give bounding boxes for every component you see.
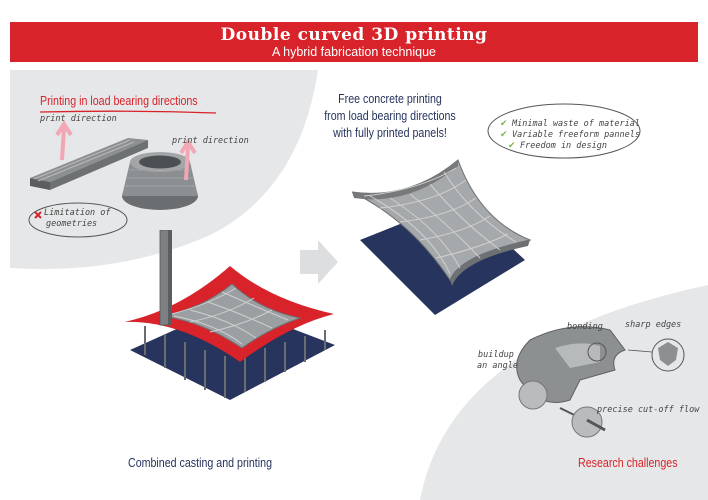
benefits-bubble <box>487 103 641 159</box>
sharp-edges-label: sharp edges <box>625 320 682 330</box>
bottom-left-caption: Combined casting and printing <box>128 455 272 470</box>
center-caption-line-2: from load bearing directions <box>324 108 456 123</box>
left-panel-heading: Printing in load bearing directions <box>40 93 198 108</box>
print-direction-label-1: print direction <box>40 114 117 124</box>
limitation-line-2: geometries <box>46 219 98 229</box>
benefits-list: ✔ Minimal waste of material ✔ Variable f… <box>500 113 640 151</box>
check-icon: ✔ <box>500 129 508 139</box>
x-icon <box>34 211 42 219</box>
heading-underline <box>40 110 217 114</box>
sharp-edges-circle <box>651 338 685 372</box>
header-banner: Double curved 3D printing A hybrid fabri… <box>10 22 698 62</box>
ring-illustration <box>122 138 198 210</box>
casting-printing-illustration <box>124 230 335 400</box>
bonding-circle <box>587 342 607 362</box>
arrow-up-icon <box>55 120 73 161</box>
cutoff-circle <box>571 406 603 438</box>
benefit-item: ✔ Minimal waste of material <box>500 118 640 129</box>
buildup-circle <box>518 380 548 410</box>
check-icon: ✔ <box>500 118 508 128</box>
center-caption-line-1: Free concrete printing <box>338 91 442 106</box>
benefit-item: ✔ Variable freeform pannels <box>500 129 640 140</box>
bonding-label: bonding <box>567 322 603 332</box>
research-illustration <box>516 326 685 438</box>
cutoff-label: precise cut-off flow <box>597 405 700 415</box>
buildup-label-2: an angle <box>477 361 518 371</box>
printed-panel-illustration <box>351 159 532 315</box>
research-heading: Research challenges <box>578 455 678 470</box>
straight-wall-illustration <box>30 120 148 190</box>
buildup-label-1: buildup <box>478 350 514 360</box>
page-subtitle: A hybrid fabrication technique <box>272 45 436 59</box>
center-caption-line-3: with fully printed panels! <box>333 125 447 140</box>
benefit-item: ✔ Freedom in design <box>508 140 607 151</box>
limitation-line-1: Limitation of <box>44 208 111 218</box>
center-caption: Free concrete printing from load bearing… <box>300 90 480 141</box>
check-icon: ✔ <box>508 140 516 150</box>
flow-arrow <box>300 240 338 284</box>
print-direction-label-2: print direction <box>172 136 249 146</box>
limitation-bubble <box>28 202 128 238</box>
arrow-up-icon <box>179 138 197 181</box>
page-title: Double curved 3D printing <box>220 25 488 45</box>
